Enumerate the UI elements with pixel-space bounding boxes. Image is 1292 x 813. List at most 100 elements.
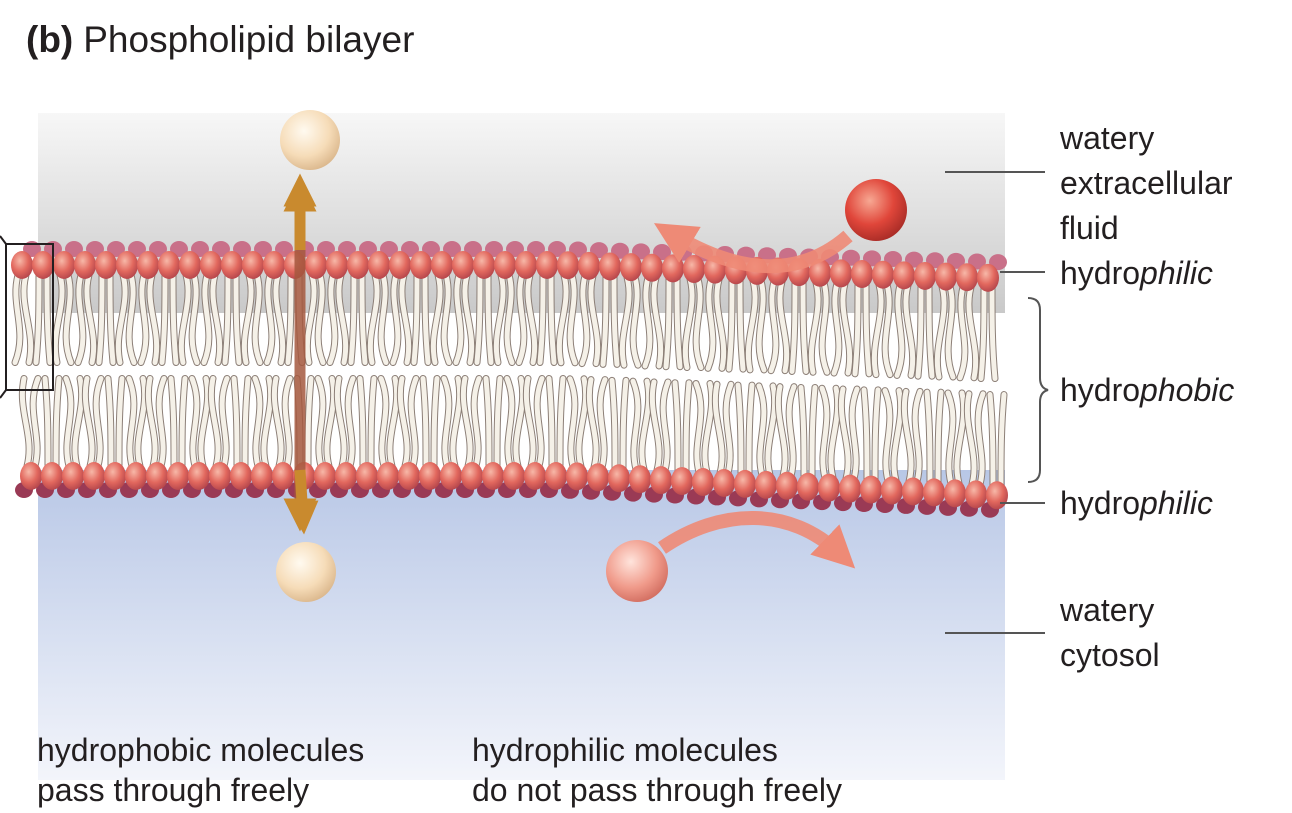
- lipid-tail: [639, 378, 652, 472]
- label-hydrophilic-bottom: hydrophilic: [1060, 485, 1213, 521]
- lipid-tail: [777, 279, 790, 374]
- lipid-tail: [800, 279, 809, 374]
- lipid-tail: [882, 388, 893, 484]
- lipid-head: [776, 471, 798, 500]
- lipid-tail: [208, 376, 221, 469]
- lipid-tail: [660, 379, 671, 473]
- lipid-tail: [674, 275, 683, 370]
- lipid-tail: [460, 376, 473, 469]
- lipid-tail: [809, 384, 818, 480]
- lipid-tail: [737, 277, 746, 372]
- lipid-head: [935, 262, 957, 291]
- lipid-head: [74, 251, 96, 279]
- lipid-head: [620, 253, 642, 282]
- lipid-tail: [789, 279, 798, 374]
- lipid-tail: [21, 272, 34, 365]
- lipid-head: [389, 251, 411, 279]
- lipid-tail: [145, 376, 158, 469]
- lipid-tail: [987, 392, 996, 488]
- figure-title: (b)Phospholipid bilayer: [26, 16, 414, 64]
- title-text: Phospholipid bilayer: [83, 19, 415, 60]
- lipid-head: [923, 478, 945, 507]
- lipid-tail: [72, 376, 85, 469]
- lipid-head: [209, 462, 231, 490]
- lipid-tail: [168, 376, 177, 469]
- lipid-tail: [493, 272, 506, 365]
- lipid-tail: [649, 379, 662, 473]
- lipid-tail: [252, 272, 263, 365]
- lipid-tail: [359, 272, 368, 365]
- lipid-head: [398, 462, 420, 490]
- lipid-head: [179, 251, 201, 279]
- lipid-head: [431, 251, 453, 279]
- lipid-tail: [934, 284, 947, 380]
- lipid-head: [830, 259, 852, 288]
- lipid-head: [116, 251, 138, 279]
- lipid-tail: [693, 381, 704, 475]
- lipid-tail: [378, 376, 389, 469]
- lipid-tail: [430, 272, 443, 365]
- lipid-tail: [387, 376, 400, 469]
- lipid-tail: [357, 376, 366, 469]
- lipid-tail: [712, 381, 725, 476]
- lipid-tail: [107, 272, 116, 365]
- lipid-tail: [705, 277, 716, 371]
- lipid-head: [95, 251, 117, 279]
- lipid-tail: [348, 272, 357, 365]
- lipid-tail: [52, 272, 65, 365]
- lipid-tail: [537, 272, 546, 365]
- lipid-head: [881, 476, 903, 505]
- lipid-tail: [597, 377, 608, 470]
- lipid-head: [158, 251, 180, 279]
- lipid-tail: [399, 272, 412, 365]
- lipid-tail: [105, 376, 114, 469]
- lipid-tail: [682, 276, 695, 371]
- lipid-head: [641, 253, 663, 282]
- detail-box: [5, 243, 54, 391]
- lipid-head: [851, 260, 873, 289]
- lipid-head: [482, 462, 504, 490]
- lipid-tail: [831, 280, 842, 376]
- lipid-tail: [901, 388, 914, 484]
- lipid-tail: [630, 378, 641, 472]
- lipid-tail: [586, 377, 599, 470]
- lipid-head: [629, 465, 651, 494]
- lipid-tail: [775, 384, 788, 479]
- lipid-head: [53, 251, 75, 279]
- lipid-tail: [233, 272, 242, 365]
- lipid-head: [188, 462, 210, 490]
- lipid-tail: [189, 272, 200, 365]
- lipid-tail: [324, 376, 337, 469]
- lipid-tail: [516, 272, 527, 365]
- lipid-tail: [912, 388, 923, 484]
- lipid-head: [524, 462, 546, 490]
- lipid-tail: [964, 391, 977, 487]
- lipid-tail: [471, 376, 482, 469]
- lipid-tail: [147, 272, 160, 365]
- lipid-tail: [271, 376, 284, 469]
- lipid-head: [545, 462, 567, 490]
- lipid-tail: [420, 376, 429, 469]
- lipid-tail: [431, 376, 440, 469]
- lipid-head: [956, 263, 978, 292]
- lipid-tail: [178, 272, 191, 365]
- lipid-tail: [966, 284, 979, 381]
- lipid-head: [251, 462, 273, 490]
- detail-box-pointer: [0, 235, 7, 399]
- lipid-head: [944, 479, 966, 508]
- lipid-tail: [315, 272, 326, 365]
- lipid-tail: [642, 275, 653, 369]
- lipid-tail: [336, 272, 349, 365]
- lipid-tail: [19, 376, 32, 469]
- lipid-tail: [840, 280, 853, 376]
- lipid-tail: [523, 376, 536, 469]
- lipid-tail: [126, 272, 137, 365]
- lipid-tail: [808, 280, 821, 375]
- lipid-tail: [954, 390, 967, 486]
- lipid-tail: [75, 272, 86, 365]
- hydrophobic-brace: [1027, 297, 1049, 483]
- lipid-head: [305, 251, 327, 279]
- lipid-tail: [828, 385, 841, 481]
- lipid-head: [587, 463, 609, 492]
- lipid-tail: [378, 272, 389, 365]
